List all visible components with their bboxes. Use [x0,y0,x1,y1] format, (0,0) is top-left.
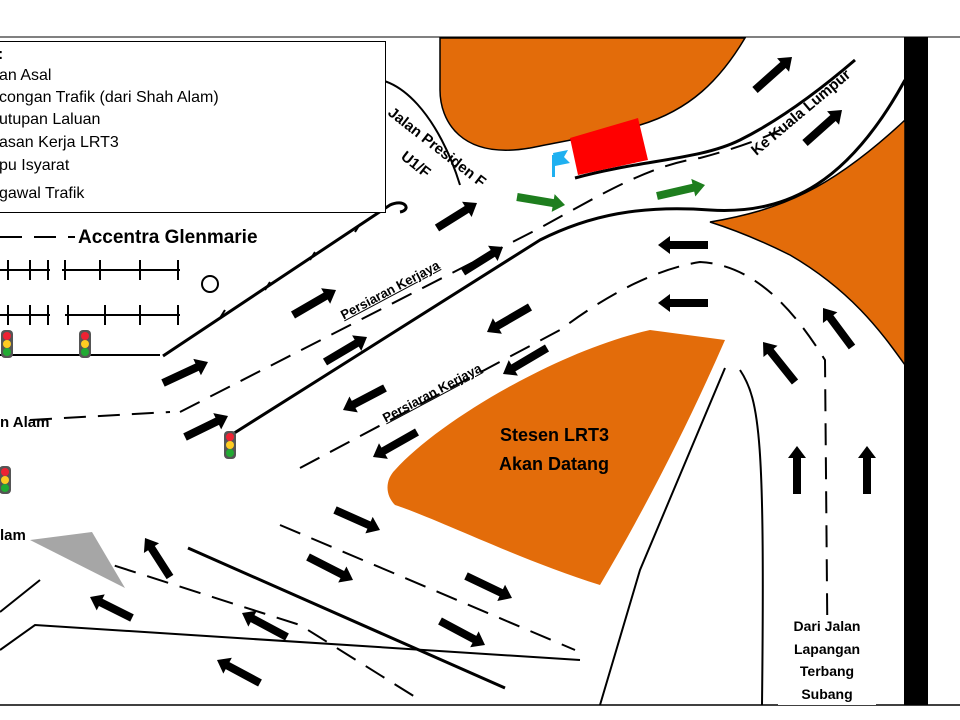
station-label-line2: Akan Datang [499,454,610,474]
traffic-flow-arrow [161,358,208,387]
diversion-arrow [656,178,705,200]
traffic-flow-arrow [217,657,262,687]
highway-barrier [904,37,928,705]
legend-title: k: [0,46,3,64]
traffic-flow-arrow [788,446,806,494]
traffic-light-icon [1,330,13,358]
traffic-flow-arrow [858,446,876,494]
traffic-flow-arrow [343,384,387,413]
flag-icon [552,150,570,177]
traffic-flow-arrow [333,506,380,534]
traffic-flow-arrow [802,110,842,146]
legend-item: gawal Trafik [0,185,85,202]
diversion-arrow [516,193,565,212]
construction-zone-station [387,330,725,585]
subang-line: Subang [801,685,853,702]
traffic-flow-arrow [658,294,708,312]
traffic-lights [0,330,236,494]
traffic-flow-arrow [306,553,353,583]
traffic-flow-arrow [822,308,856,350]
road-closure-block [570,118,648,175]
traffic-flow-arrow [322,335,367,366]
traffic-flow-arrow [143,538,174,580]
traffic-light-icon [79,330,91,358]
subang-line: Lapangan [793,640,861,657]
road-edges [0,58,907,706]
traffic-flow-arrow [373,428,419,459]
legend-item: an Asal [0,67,52,84]
traffic-flow-arrow [90,594,134,622]
traffic-flow-arrow [183,413,228,441]
traffic-flow-arrow [464,572,512,601]
traffic-arrows [90,57,876,687]
shah-alam-label: n Alam [0,414,50,431]
traffic-flow-arrow [242,610,289,641]
accentra-label: Accentra Glenmarie [78,227,258,248]
legend-box: k: an Asal congan Trafik (dari Shah Alam… [0,41,386,213]
traffic-flow-arrow [658,236,708,254]
legend-item: utupan Laluan [0,111,101,128]
traffic-flow-arrow [434,201,477,232]
shah-alam-label-2: lam [0,527,26,544]
subang-line: Terbang [799,663,855,679]
traffic-flow-arrow [503,344,550,376]
construction-zone-east [709,118,906,368]
traffic-flow-arrow [290,288,336,319]
lane-markings [0,129,829,706]
subang-line: Dari Jalan [793,618,861,634]
legend-item: asan Kerja LRT3 [0,134,119,151]
median-island [30,532,125,588]
station-label-line1: Stesen LRT3 [500,425,610,445]
traffic-flow-arrow [460,245,503,276]
traffic-flow-arrow [752,57,792,93]
traffic-flow-arrow [487,303,533,334]
traffic-light-icon [224,431,236,459]
traffic-flow-arrow [438,617,485,648]
traffic-flow-arrow [763,342,799,385]
subang-label: Dari Jalan Lapangan Terbang Subang [778,615,876,705]
legend-item: congan Trafik (dari Shah Alam) [0,89,219,106]
legend-item: pu Isyarat [0,157,70,174]
traffic-light-icon [0,466,11,494]
